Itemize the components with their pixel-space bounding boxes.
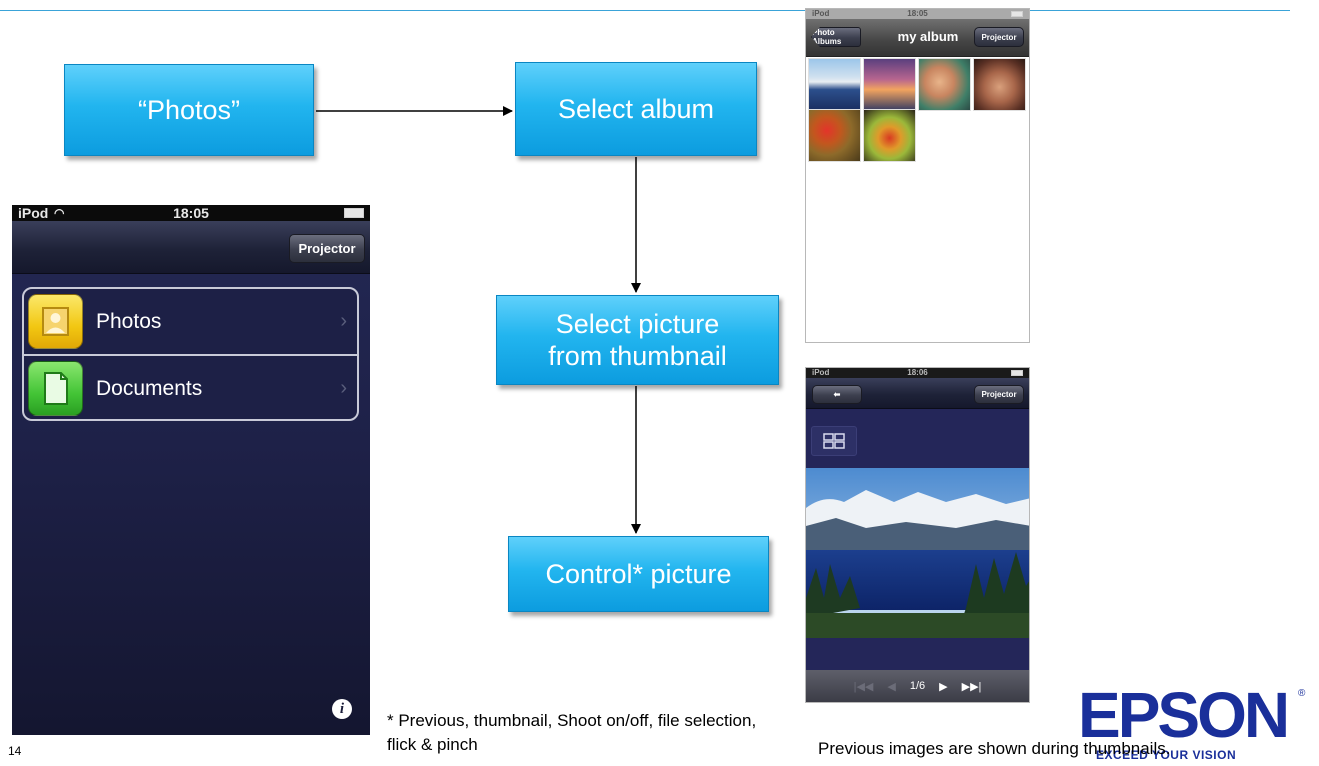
status-time: 18:06 bbox=[907, 368, 928, 377]
thumbnail-2[interactable] bbox=[863, 58, 916, 111]
thumbnail-6[interactable] bbox=[863, 109, 916, 162]
skip-first-icon[interactable]: |◀◀ bbox=[853, 680, 874, 693]
registered-mark-icon: ® bbox=[1298, 688, 1306, 699]
wifi-icon: ◠ bbox=[54, 206, 65, 220]
documents-icon bbox=[28, 361, 83, 416]
menu-item-documents[interactable]: Documents › bbox=[24, 354, 357, 419]
thumbnail-1[interactable] bbox=[808, 58, 861, 111]
phone-main-screen: iPod ◠ 18:05 Projector Photos › Document… bbox=[12, 205, 370, 735]
nav-bar: Projector bbox=[12, 221, 370, 274]
nav-bar: ⬅ Projector bbox=[806, 378, 1029, 409]
info-icon[interactable]: i bbox=[332, 699, 352, 719]
footnote-line-2: flick & pinch bbox=[387, 735, 478, 754]
previous-icon[interactable]: ◀ bbox=[887, 680, 896, 693]
menu-label-photos: Photos bbox=[96, 309, 162, 333]
flow-box-select-album: Select album bbox=[515, 62, 757, 156]
battery-icon bbox=[1011, 370, 1023, 376]
epson-logo: EPSON bbox=[1078, 679, 1290, 751]
thumbnail-4[interactable] bbox=[973, 58, 1026, 111]
menu-label-documents: Documents bbox=[96, 376, 203, 400]
status-bar: iPod 18:05 bbox=[806, 9, 1029, 19]
chevron-right-icon: › bbox=[340, 377, 347, 399]
status-bar: iPod 18:06 bbox=[806, 368, 1029, 378]
footnote-line-1: * Previous, thumbnail, Shoot on/off, fil… bbox=[387, 711, 757, 730]
header-rule bbox=[0, 10, 1290, 11]
page-number: 14 bbox=[8, 744, 22, 758]
playback-bar: |◀◀ ◀ 1/6 ▶ ▶▶| bbox=[806, 670, 1029, 702]
carrier-label: iPod bbox=[812, 9, 830, 18]
photos-icon bbox=[28, 294, 83, 349]
projector-button[interactable]: Projector bbox=[974, 385, 1024, 404]
page-counter: 1/6 bbox=[909, 680, 926, 692]
projected-photo[interactable] bbox=[806, 468, 1029, 638]
carrier-label: iPod bbox=[812, 368, 830, 377]
status-time: 18:05 bbox=[907, 9, 928, 18]
flow-box-select-picture: Select picture from thumbnail bbox=[496, 295, 779, 385]
carrier-label: iPod bbox=[18, 205, 49, 221]
logo-tagline: EXCEED YOUR VISION bbox=[1096, 748, 1237, 762]
status-time: 18:05 bbox=[173, 205, 209, 221]
battery-icon bbox=[1011, 11, 1023, 17]
thumbnail-grid-icon[interactable] bbox=[811, 426, 857, 456]
thumbnail-5[interactable] bbox=[808, 109, 861, 162]
main-menu: Photos › Documents › bbox=[22, 287, 359, 421]
skip-last-icon[interactable]: ▶▶| bbox=[961, 680, 982, 693]
nav-bar: Photo Albums my album Projector bbox=[806, 19, 1029, 57]
back-button-photo-albums[interactable]: Photo Albums bbox=[811, 27, 861, 47]
flow-box-photos: “Photos” bbox=[64, 64, 314, 156]
album-title: my album bbox=[897, 29, 959, 44]
thumbnail-3[interactable] bbox=[918, 58, 971, 111]
next-icon[interactable]: ▶ bbox=[939, 680, 948, 693]
caption-text: Previous images are shown during thumbna… bbox=[818, 739, 1171, 758]
status-bar: iPod ◠ 18:05 bbox=[12, 205, 370, 221]
battery-icon bbox=[344, 208, 364, 218]
projector-button[interactable]: Projector bbox=[974, 27, 1024, 47]
chevron-right-icon: › bbox=[340, 310, 347, 332]
phone-album-screen: iPod 18:05 Photo Albums my album Project… bbox=[805, 8, 1030, 343]
projector-button[interactable]: Projector bbox=[289, 234, 365, 263]
phone-viewer-screen: iPod 18:06 ⬅ Projector |◀◀ ◀ 1/6 ▶ ▶▶| bbox=[805, 367, 1030, 703]
back-arrow-icon[interactable]: ⬅ bbox=[812, 385, 862, 404]
menu-item-photos[interactable]: Photos › bbox=[24, 289, 357, 354]
flow-box-control-picture: Control* picture bbox=[508, 536, 769, 612]
